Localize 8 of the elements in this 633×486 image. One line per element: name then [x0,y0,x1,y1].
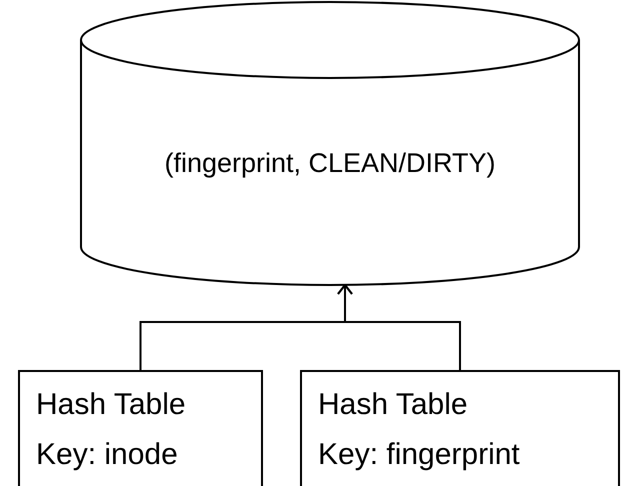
connector-arrow [337,284,461,370]
node-text: (fingerprint, CLEAN/DIRTY) [164,148,496,179]
box-text: Key: inode [36,437,179,473]
table-box [18,370,263,486]
box-title: Hash Table [36,387,187,423]
box-text: Key: fingerprint [318,437,521,473]
box-title: Hash Table [318,387,469,423]
table-box [300,370,620,486]
